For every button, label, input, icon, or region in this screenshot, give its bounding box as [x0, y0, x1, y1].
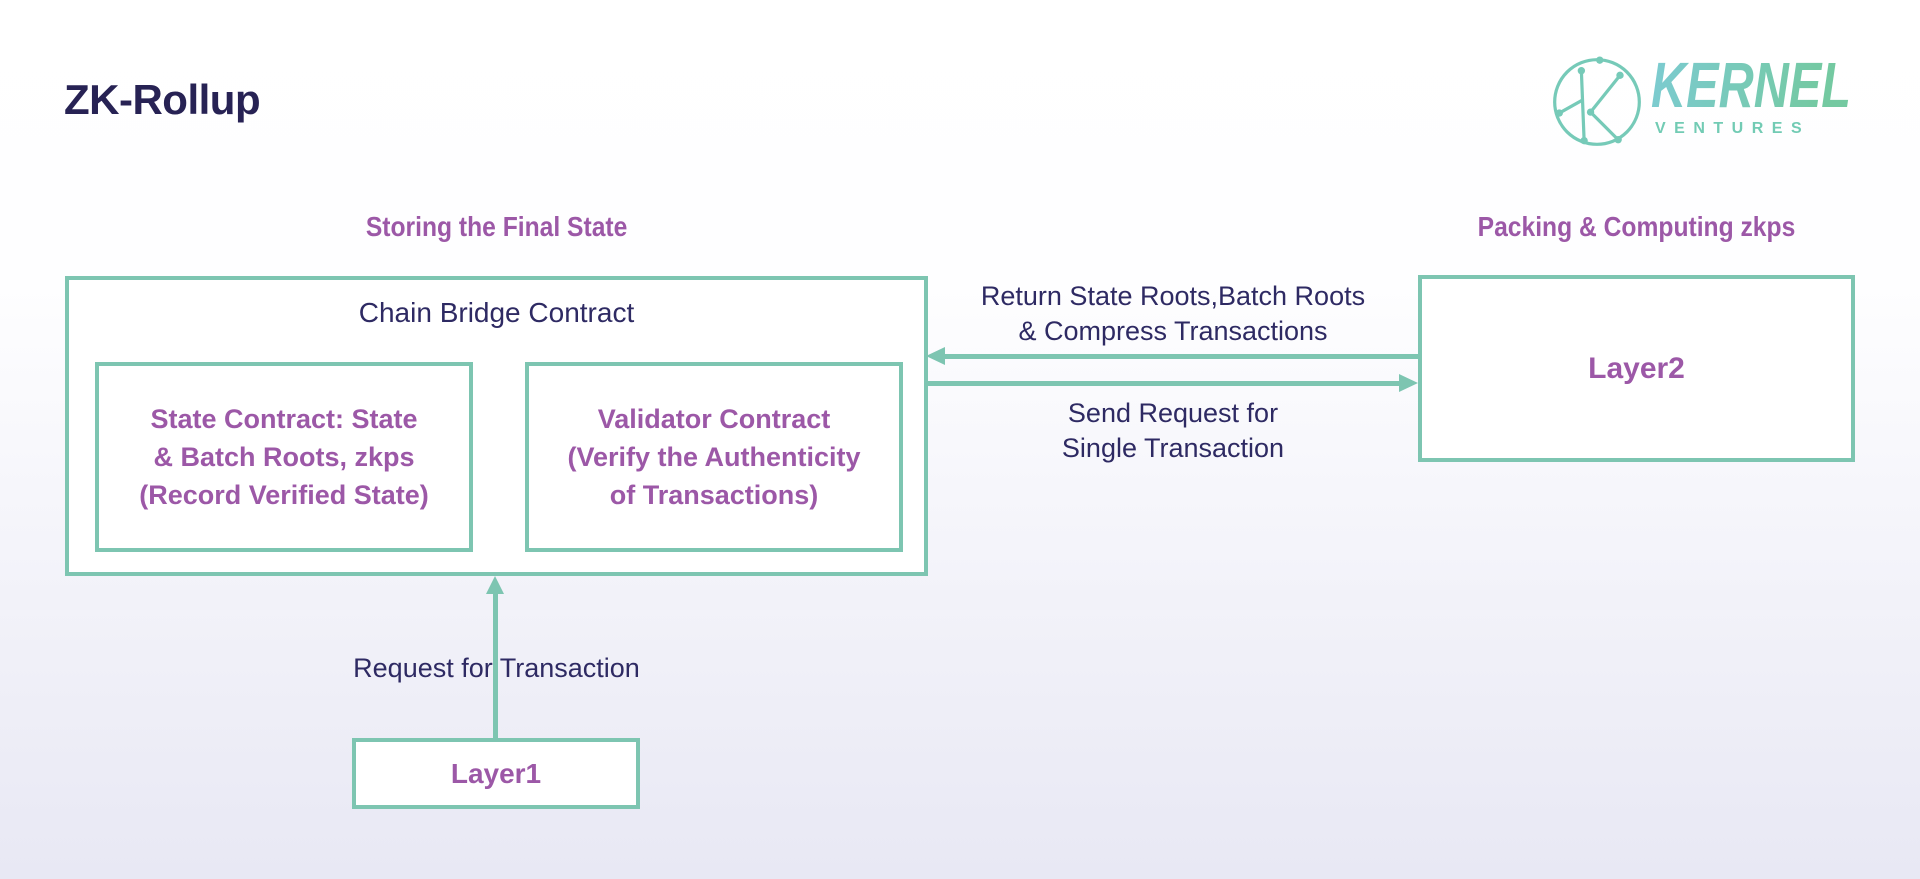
kernel-logo-subtext: VENTURES: [1655, 120, 1811, 137]
arrow-send-line: [928, 381, 1405, 386]
chain-bridge-contract-title: Chain Bridge Contract: [358, 297, 635, 328]
kernel-ventures-logo: KERNEL VENTURES: [1551, 49, 1871, 154]
kernel-logo-mark-icon: [1553, 56, 1641, 146]
arrow-return-left-head-icon: [926, 347, 945, 365]
section-heading-storing: Storing the Final State: [365, 211, 628, 242]
page-title: ZK-Rollup: [64, 76, 261, 123]
arrow-request-line: [493, 592, 498, 738]
layer2-label: Layer2: [1588, 351, 1685, 385]
send-arrow-label: Send Request for Single Transaction: [1061, 398, 1285, 463]
state-contract-box: State Contract: State & Batch Roots, zkp…: [95, 362, 473, 552]
arrow-request-up-head-icon: [486, 576, 504, 594]
layer2-box: Layer2: [1418, 275, 1855, 462]
layer1-label: Layer1: [450, 757, 542, 789]
arrow-send-right-head-icon: [1399, 374, 1418, 392]
layer1-box: Layer1: [352, 738, 640, 809]
validator-contract-box: Validator Contract (Verify the Authentic…: [525, 362, 903, 552]
arrow-return-line: [944, 354, 1418, 359]
section-heading-packing: Packing & Computing zkps: [1477, 211, 1796, 242]
kernel-logo-wordmark: KERNEL: [1651, 49, 1851, 121]
return-arrow-label: Return State Roots,Batch Roots & Compres…: [980, 281, 1366, 346]
request-arrow-label: Request for Transaction: [353, 653, 640, 683]
chain-bridge-contract-box: Chain Bridge Contract State Contract: St…: [65, 276, 928, 576]
